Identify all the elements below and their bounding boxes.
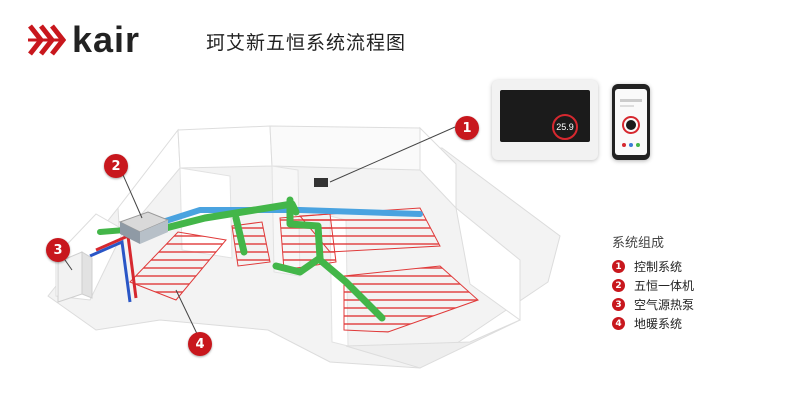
legend-number: 1 [612, 260, 625, 273]
legend-item-heat-pump: 3 空气源热泵 [612, 295, 694, 314]
smartphone-app [612, 84, 650, 160]
wall-controller [314, 178, 328, 187]
callout-4: 4 [188, 332, 212, 356]
phone-screen [615, 89, 647, 155]
brand-name: kair [72, 19, 141, 60]
phone-dial-icon [620, 99, 642, 147]
page-title: 珂艾新五恒系统流程图 [206, 32, 407, 54]
legend-label: 地暖系统 [634, 317, 683, 331]
callout-1: 1 [455, 116, 479, 140]
control-panel-device: 25.9 [492, 80, 598, 160]
five-constant-unit [118, 211, 170, 244]
front-wall-right [345, 319, 521, 369]
heat-pump-unit [57, 251, 93, 303]
callout-2: 2 [104, 154, 128, 178]
kair-mark-icon [28, 24, 66, 56]
air-ducts [97, 196, 423, 322]
callout-3: 3 [46, 238, 70, 262]
system-legend: 系统组成 1 控制系统 2 五恒一体机 3 空气源热泵 4 地暖系统 [612, 232, 694, 333]
legend-item-floor-heating: 4 地暖系统 [612, 314, 694, 333]
legend-number: 2 [612, 279, 625, 292]
brand-logo: kair [28, 22, 140, 58]
legend-number: 3 [612, 298, 625, 311]
legend-item-unit: 2 五恒一体机 [612, 276, 694, 295]
legend-label: 五恒一体机 [634, 279, 695, 293]
legend-number: 4 [612, 317, 625, 330]
control-panel-screen: 25.9 [500, 90, 590, 142]
legend-title: 系统组成 [612, 236, 665, 251]
back-wall-mid [269, 125, 421, 171]
back-wall-main [177, 125, 273, 169]
legend-label: 控制系统 [634, 260, 683, 274]
legend-label: 空气源热泵 [634, 298, 695, 312]
panel-temperature-readout: 25.9 [552, 114, 578, 140]
legend-item-control: 1 控制系统 [612, 257, 694, 276]
